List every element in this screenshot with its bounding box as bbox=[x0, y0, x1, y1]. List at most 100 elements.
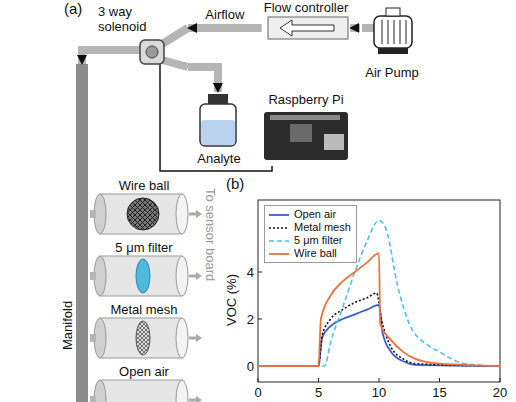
outlet-arrow bbox=[196, 272, 202, 280]
wire-ball-texture bbox=[127, 198, 159, 230]
outlet-arrow bbox=[196, 396, 202, 402]
sensor-chamber: Metal mesh bbox=[96, 302, 192, 360]
legend-sample bbox=[268, 223, 290, 233]
y-tick bbox=[258, 319, 262, 320]
control-wire bbox=[160, 88, 272, 171]
outlet-pipe bbox=[189, 337, 197, 340]
data-curve bbox=[258, 305, 500, 366]
analyte-bottle: Analyte bbox=[192, 92, 246, 166]
x-tick bbox=[500, 378, 501, 382]
legend-text: Wire ball bbox=[294, 247, 337, 260]
manifold-pipe bbox=[76, 64, 88, 402]
outlet-arrow bbox=[196, 334, 202, 342]
legend-row: Metal mesh bbox=[268, 221, 351, 234]
pump-base bbox=[378, 48, 408, 54]
chamber-cylinder bbox=[94, 256, 202, 296]
valve-pipe bbox=[162, 28, 188, 44]
legend-text: 5 μm filter bbox=[294, 234, 343, 247]
component-label: Metal mesh bbox=[96, 302, 192, 317]
x-tick-label: 0 bbox=[254, 385, 261, 400]
sensor-chamber: Open air bbox=[96, 364, 192, 402]
legend-sample bbox=[268, 236, 290, 246]
outlet-pipe bbox=[189, 399, 197, 402]
component-label: Manifold bbox=[60, 301, 75, 350]
x-tick-label: 15 bbox=[432, 385, 446, 400]
x-tick-label: 10 bbox=[372, 385, 386, 400]
component-label: Flow controller bbox=[262, 0, 351, 15]
outlet-arrow bbox=[196, 210, 202, 218]
cylinder-body bbox=[100, 194, 182, 234]
cylinder-body bbox=[100, 380, 182, 402]
pi-port bbox=[324, 134, 344, 150]
chamber-cylinder bbox=[94, 380, 202, 402]
mesh-disc bbox=[136, 321, 150, 355]
component-label: Wire ball bbox=[96, 178, 192, 193]
y-tick-label: 2 bbox=[247, 312, 254, 327]
bottle-body bbox=[200, 104, 236, 146]
x-tick bbox=[318, 378, 319, 382]
manifold: Manifold bbox=[58, 64, 90, 402]
cylinder-body bbox=[100, 318, 182, 358]
air-pipe bbox=[90, 210, 96, 218]
legend-sample bbox=[268, 210, 290, 220]
data-curve bbox=[258, 253, 500, 366]
legend-line bbox=[269, 240, 289, 242]
bottle-cap bbox=[208, 94, 228, 104]
air-pipe bbox=[90, 272, 96, 280]
legend-line bbox=[269, 214, 289, 216]
component-label: Analyte bbox=[192, 151, 246, 166]
flow-controller: Flow controller bbox=[262, 0, 351, 44]
sensor-chamber: Wire ball bbox=[96, 178, 192, 236]
legend-row: Open air bbox=[268, 208, 351, 221]
pump-fins bbox=[382, 20, 406, 44]
cylinder-end bbox=[176, 318, 188, 358]
raspberry-pi: Raspberry Pi bbox=[258, 92, 354, 166]
bottle-liquid bbox=[201, 120, 235, 145]
component-label: Air Pump bbox=[360, 65, 424, 80]
legend-text: Metal mesh bbox=[294, 221, 351, 234]
x-tick-label: 20 bbox=[493, 385, 507, 400]
y-tick-label: 4 bbox=[247, 265, 254, 280]
cylinder-body bbox=[100, 256, 182, 296]
legend-line bbox=[269, 253, 289, 255]
chamber-cylinder bbox=[94, 194, 202, 234]
x-tick bbox=[439, 378, 440, 382]
legend-row: 5 μm filter bbox=[268, 234, 351, 247]
panel-letter: (b) bbox=[226, 176, 244, 191]
component-label: Open air bbox=[96, 364, 192, 379]
cylinder-end bbox=[176, 256, 188, 296]
valve-body bbox=[140, 40, 164, 64]
flow-arrow bbox=[280, 20, 334, 36]
pump-cap bbox=[386, 8, 400, 16]
flow-note: To sensor board bbox=[203, 188, 218, 281]
air-pipe bbox=[90, 334, 96, 342]
air-pipe bbox=[82, 50, 96, 64]
component-label: Raspberry Pi bbox=[258, 92, 354, 107]
y-tick bbox=[258, 272, 262, 273]
x-tick-label: 5 bbox=[315, 385, 322, 400]
sensor-chamber: 5 μm filter bbox=[96, 240, 192, 298]
air-pipe bbox=[188, 67, 218, 92]
component-label: 3 way solenoid bbox=[98, 4, 168, 34]
legend-line bbox=[269, 227, 289, 229]
valve-pipe bbox=[96, 46, 142, 54]
data-curve bbox=[258, 220, 500, 366]
x-tick bbox=[258, 378, 259, 382]
outlet-pipe bbox=[189, 275, 197, 278]
axis-title: VOC (%) bbox=[224, 274, 239, 326]
valve-wire bbox=[159, 64, 161, 88]
component-label: 5 μm filter bbox=[96, 240, 192, 255]
cylinder-end bbox=[176, 380, 188, 402]
y-tick-label: 0 bbox=[247, 359, 254, 374]
air-pipe bbox=[90, 396, 96, 402]
air-pump: Air Pump bbox=[360, 2, 424, 80]
outlet-pipe bbox=[189, 213, 197, 216]
chart-legend: Open airMetal mesh5 μm filterWire ball bbox=[264, 205, 357, 263]
valve-core bbox=[146, 46, 158, 58]
pump-motor bbox=[374, 16, 412, 48]
mesh-texture bbox=[136, 321, 150, 355]
valve-pipe bbox=[162, 60, 188, 67]
pump-port bbox=[362, 24, 374, 32]
